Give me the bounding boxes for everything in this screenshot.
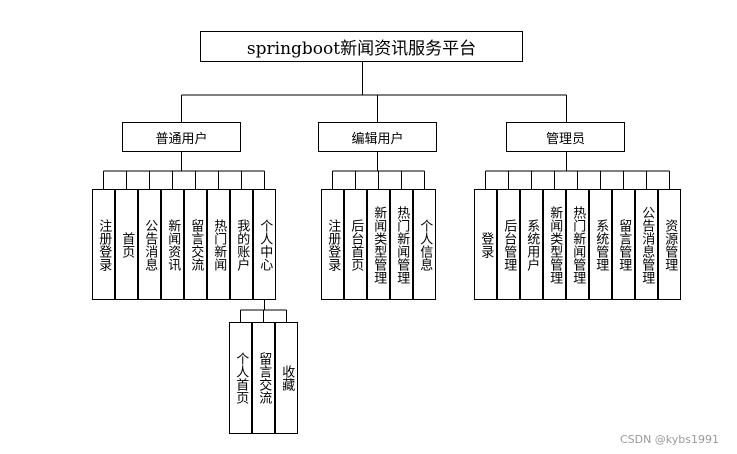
group-label: 普通用户: [155, 131, 208, 147]
leaf-admin-5: 热门新闻管理: [566, 189, 589, 300]
leaf-admin-2: 后台管理: [497, 189, 520, 300]
leaf-normal-1: 注册登录: [92, 189, 115, 300]
leaf-normal-3: 公告消息: [138, 189, 161, 300]
leaf-normal-4: 新闻资讯: [161, 189, 184, 300]
leaf-admin-7: 留言管理: [612, 189, 635, 300]
leaf-editor-5: 个人信息: [413, 189, 436, 300]
group-label: 管理员: [545, 131, 585, 147]
group-label: 编辑用户: [351, 131, 404, 147]
leaf-editor-3: 新闻类型管理: [367, 189, 390, 300]
leaf-admin-9: 资源管理: [658, 189, 681, 300]
leaf-normal-7: 我的账户: [230, 189, 253, 300]
leaf-admin-4: 新闻类型管理: [543, 189, 566, 300]
leaf-editor-4: 热门新闻管理: [390, 189, 413, 300]
leaf-normal-2: 首页: [115, 189, 138, 300]
leaf-admin-1: 登录: [474, 189, 497, 300]
leaf-sub-2: 留言交流: [252, 322, 275, 434]
leaf-sub-1: 个人首页: [229, 322, 252, 434]
leaf-admin-8: 公告消息管理: [635, 189, 658, 300]
leaf-editor-2: 后台首页: [344, 189, 367, 300]
leaf-admin-3: 系统用户: [520, 189, 543, 300]
group-normal-user: 普通用户: [122, 122, 241, 152]
leaf-editor-1: 注册登录: [321, 189, 344, 300]
leaf-normal-5: 留言交流: [184, 189, 207, 300]
leaf-admin-6: 系统管理: [589, 189, 612, 300]
leaf-normal-8: 个人中心: [253, 189, 276, 300]
group-admin: 管理员: [506, 122, 625, 152]
root-node: springboot新闻资讯服务平台: [200, 31, 523, 62]
group-editor-user: 编辑用户: [318, 122, 437, 152]
root-title: springboot新闻资讯服务平台: [246, 39, 477, 59]
watermark: CSDN @kybs1991: [619, 433, 719, 446]
leaf-normal-6: 热门新闻: [207, 189, 230, 300]
leaf-sub-3: 收藏: [275, 322, 298, 434]
